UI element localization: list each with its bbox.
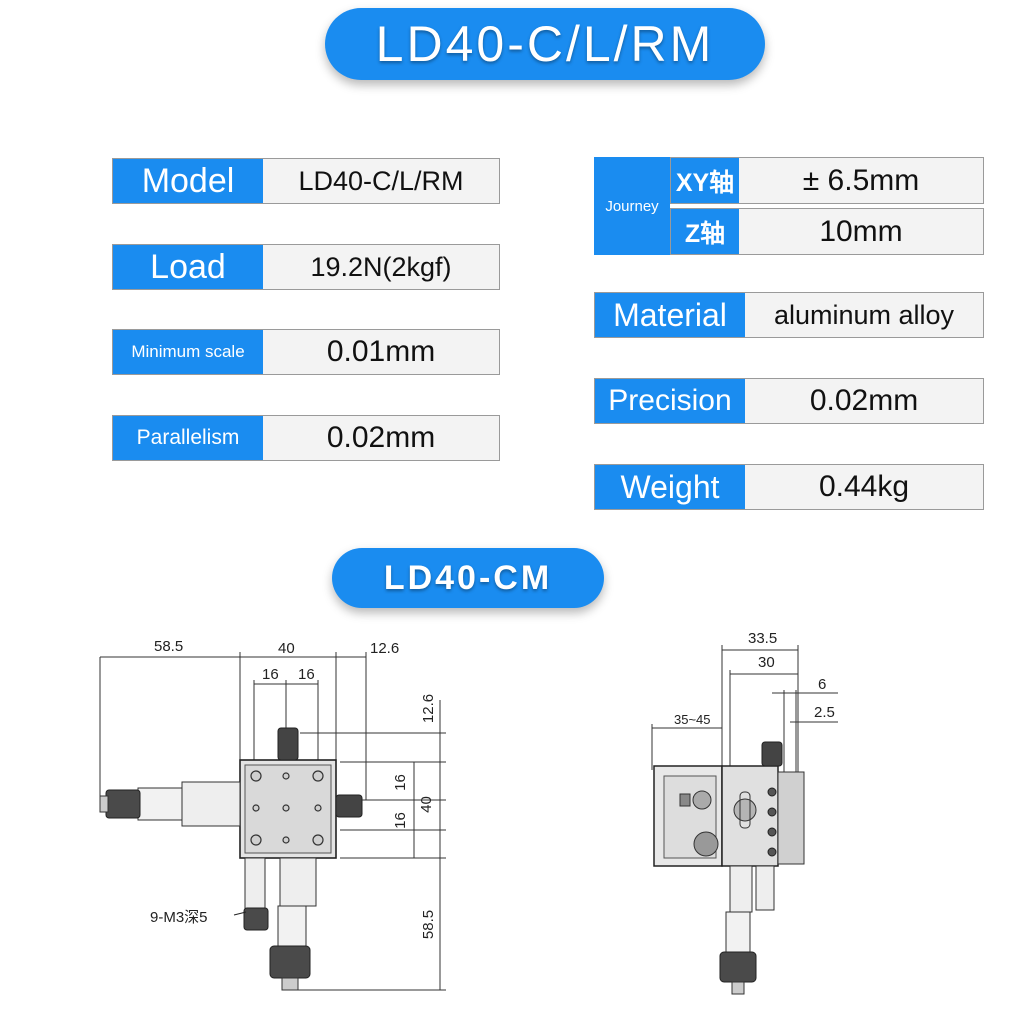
spec-value: 0.44kg [745,465,983,509]
spec-row-parallelism: Parallelism 0.02mm [112,415,500,461]
drawing-title-banner: LD40-CM [332,548,604,608]
title-text: LD40-C/L/RM [375,16,715,72]
spec-label: Weight [595,465,745,509]
journey-value: 10mm [739,209,983,254]
spec-label: Parallelism [113,416,263,460]
journey-value: ± 6.5mm [739,158,983,203]
spec-row-precision: Precision 0.02mm [594,378,984,424]
spec-label: Model [113,159,263,203]
journey-axis: XY轴 [671,158,739,203]
spec-value: 0.02mm [263,416,499,460]
side-view-dimensions [651,645,838,780]
dim-left-length: 58.5 [154,638,184,655]
spec-value: 0.02mm [745,379,983,423]
front-view-stage [99,727,363,991]
dim-hole-b: 16 [298,666,315,683]
spec-row-weight: Weight 0.44kg [594,464,984,510]
spec-row-minimum-scale: Minimum scale 0.01mm [112,329,500,375]
dim-knob-offset: 12.6 [370,640,400,657]
journey-axis: Z轴 [671,209,739,254]
front-view-holes [250,770,324,846]
journey-row-z: Z轴 10mm [670,208,984,255]
spec-row-model: Model LD40-C/L/RM [112,158,500,204]
title-banner: LD40-C/L/RM [325,8,765,80]
dim-side-body: 30 [758,654,775,671]
spec-label: Material [595,293,745,337]
spec-label: Load [113,245,263,289]
spec-value: 0.01mm [263,330,499,374]
journey-row-xy: XY轴 ± 6.5mm [670,157,984,204]
dim-side-2-5: 2.5 [814,704,835,721]
spec-label: Precision [595,379,745,423]
spec-row-material: Material aluminum alloy [594,292,984,338]
front-view-dimensions [99,652,446,991]
dim-height: 40 [417,796,435,813]
dim-callout: 9-M3深5 [150,909,208,926]
dim-side-total: 33.5 [748,630,778,647]
side-view-stage [653,741,805,995]
dim-side-6: 6 [818,676,827,693]
spec-value: aluminum alloy [745,293,983,337]
spec-label: Minimum scale [113,330,263,374]
spec-journey: Journey XY轴 ± 6.5mm Z轴 10mm [594,157,984,255]
journey-label: Journey [594,157,670,255]
dim-bottom-length: 58.5 [420,909,438,940]
dim-width: 40 [278,640,295,657]
dim-side-a: 16 [391,774,409,791]
spec-row-load: Load 19.2N(2kgf) [112,244,500,290]
spec-value: 19.2N(2kgf) [263,245,499,289]
dim-side-b: 16 [391,812,409,829]
dim-side-range: 35~45 [674,712,711,727]
spec-value: LD40-C/L/RM [263,159,499,203]
dim-top-offset: 12.6 [420,693,438,724]
dim-hole-a: 16 [262,666,279,683]
drawing-title-text: LD40-CM [383,558,553,597]
